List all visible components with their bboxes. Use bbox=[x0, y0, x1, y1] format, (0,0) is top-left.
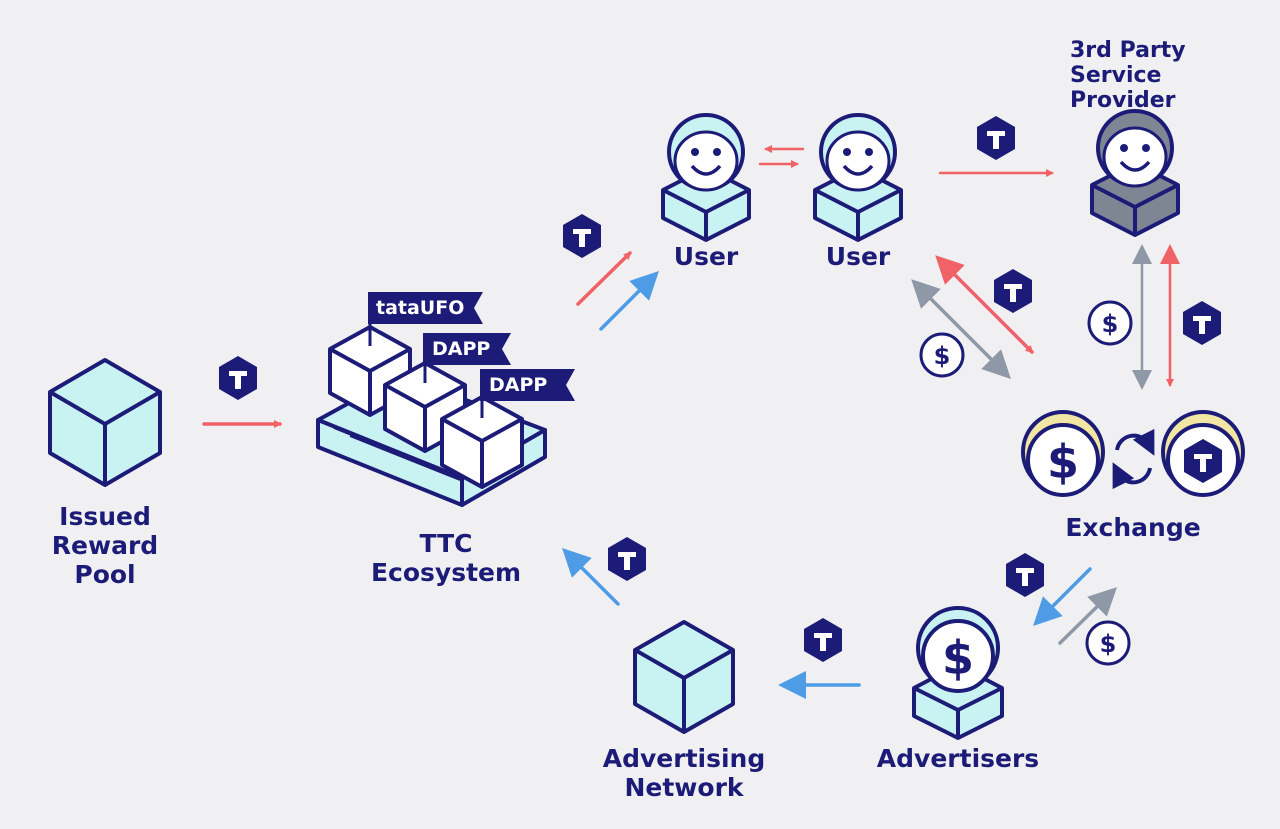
svg-text:$: $ bbox=[1047, 435, 1079, 489]
advertisers-icon: $ bbox=[912, 606, 1004, 740]
dollar-coin-icon bbox=[1087, 300, 1133, 346]
advertising-network-label: Advertising Network bbox=[602, 744, 766, 802]
reward-pool-label: Issued Reward Pool bbox=[51, 502, 159, 589]
arrow-advertisers-to-exchange-gray bbox=[1058, 587, 1117, 645]
ecosystem-label: TTC Ecosystem bbox=[370, 529, 522, 587]
flag-dapp-2-icon bbox=[480, 369, 575, 418]
token-icon bbox=[219, 356, 257, 400]
exchange-token-coin-icon bbox=[1161, 410, 1245, 497]
provider-label: 3rd Party Service Provider bbox=[1070, 38, 1186, 113]
flag-label-dapp-2: DAPP bbox=[489, 374, 548, 396]
exchange-swap-icon bbox=[1112, 428, 1155, 490]
user-2-avatar-icon bbox=[813, 113, 903, 242]
token-icon bbox=[804, 618, 842, 662]
dapp-cube-3-icon bbox=[440, 395, 524, 489]
arrow-user-exchange-gray bbox=[911, 279, 1011, 379]
dollar-coin-icon bbox=[919, 332, 965, 378]
arrow-ecosystem-to-user-blue bbox=[599, 271, 659, 331]
flag-label-tataufo: tataUFO bbox=[376, 297, 465, 319]
svg-text:$: $ bbox=[942, 631, 974, 685]
token-icon bbox=[977, 116, 1015, 160]
advertisers-label: Advertisers bbox=[876, 744, 1040, 773]
provider-avatar-icon bbox=[1090, 109, 1180, 237]
flag-label-dapp-1: DAPP bbox=[432, 338, 491, 360]
token-icon bbox=[563, 214, 601, 258]
flag-tataufo-icon bbox=[368, 292, 483, 346]
token-icon bbox=[1183, 301, 1221, 345]
exchange-dollar-coin-icon: $ bbox=[1021, 410, 1105, 497]
user-1-label: User bbox=[673, 242, 739, 271]
flow-arrows bbox=[202, 145, 1180, 699]
token-icon bbox=[608, 537, 646, 581]
arrow-exchange-to-advertisers-blue bbox=[1033, 567, 1092, 626]
token-icon bbox=[994, 269, 1032, 313]
user-2-label: User bbox=[825, 242, 891, 271]
user-1-avatar-icon bbox=[661, 113, 751, 242]
reward-pool-cube-icon bbox=[48, 358, 162, 487]
token-icon bbox=[1006, 553, 1044, 597]
dollar-coin-icon bbox=[1085, 620, 1131, 666]
advertising-network-cube-icon bbox=[633, 620, 735, 734]
arrow-network-to-ecosystem bbox=[562, 548, 620, 606]
exchange-label: Exchange bbox=[1065, 513, 1201, 542]
arrow-ecosystem-to-user-red bbox=[576, 251, 632, 306]
flag-dapp-1-icon bbox=[423, 333, 511, 383]
